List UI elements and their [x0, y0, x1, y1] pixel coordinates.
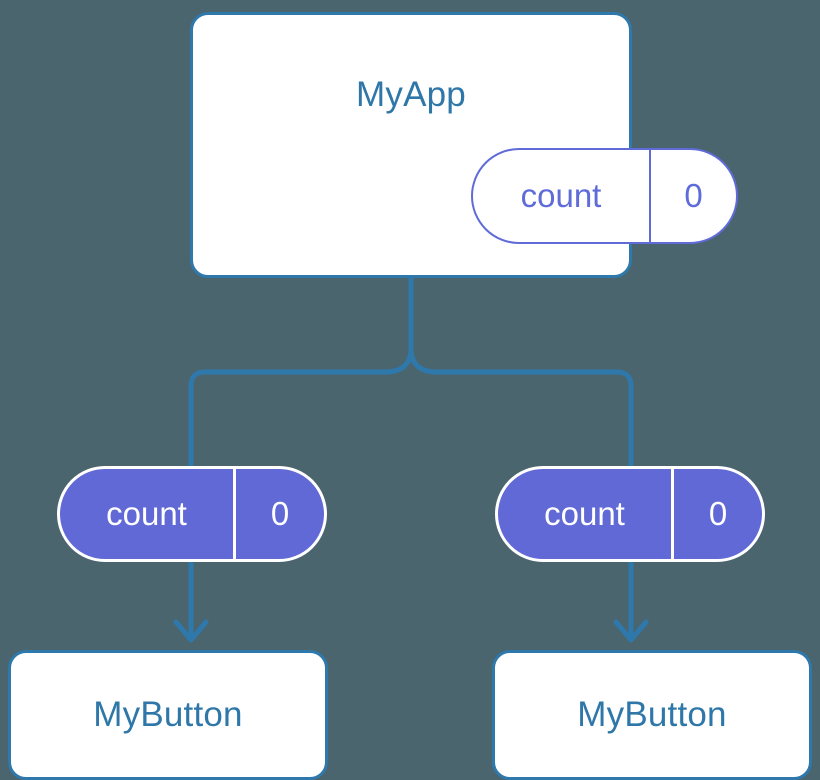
- state-pill-key: count: [473, 150, 651, 242]
- prop-pill-key: count: [498, 469, 674, 559]
- arrow-head-left-icon: [173, 619, 209, 643]
- prop-pill-value: 0: [708, 495, 728, 532]
- component-card-myapp[interactable]: MyApp count 0: [190, 12, 738, 278]
- component-card-mybutton-right[interactable]: MyButton: [492, 650, 812, 780]
- prop-pill-value: 0: [270, 495, 290, 532]
- component-title-myapp: MyApp: [356, 75, 466, 114]
- connector-branch-left: [188, 347, 414, 466]
- component-title-mybutton-right: MyButton: [577, 695, 727, 734]
- component-title-mybutton-left: MyButton: [93, 695, 243, 734]
- prop-pill-right[interactable]: count 0: [495, 466, 765, 562]
- prop-pill-left[interactable]: count 0: [57, 466, 327, 562]
- state-pill-value: 0: [684, 177, 703, 214]
- connector-branch-right: [408, 347, 634, 466]
- prop-pill-key: count: [60, 469, 236, 559]
- arrow-head-right-icon: [613, 619, 649, 643]
- component-card-mybutton-left[interactable]: MyButton: [8, 650, 328, 780]
- state-pill-myapp[interactable]: count 0: [471, 148, 738, 244]
